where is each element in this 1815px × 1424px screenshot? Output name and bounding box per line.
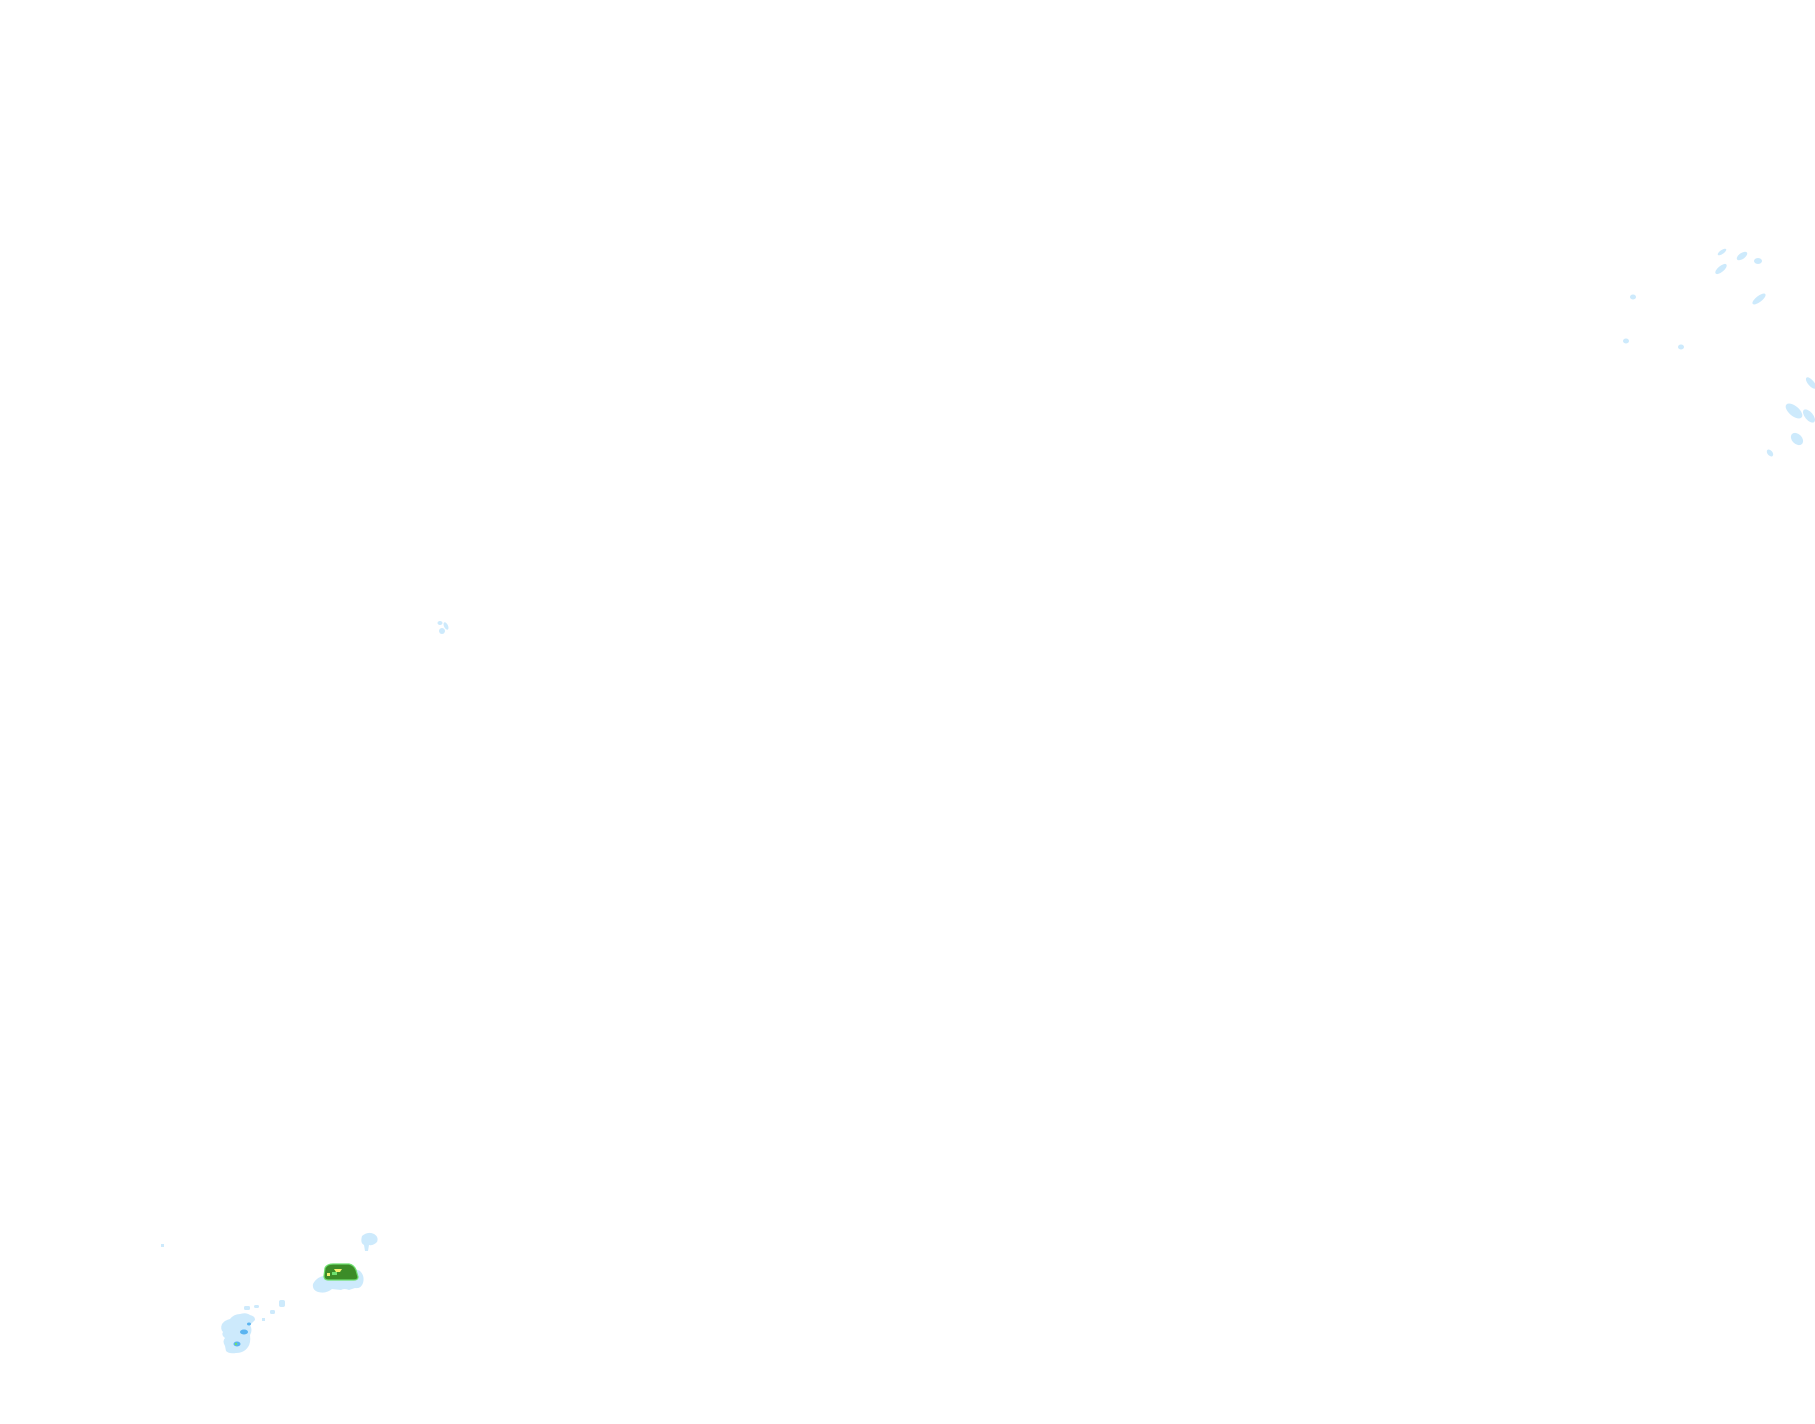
precip-cell [1678,344,1684,350]
precip-cell [262,1318,265,1321]
precip-cell [1717,248,1727,256]
precip-cell [1790,432,1804,446]
precip-cells-central [437,621,449,634]
precip-cell [161,1244,164,1247]
precip-core-extreme [334,1269,342,1272]
precip-cell-moderate [247,1322,251,1326]
precip-cell [221,1313,255,1354]
precip-cell-heavy [234,1342,238,1346]
precip-cell [1752,293,1766,305]
precip-cell [1715,263,1727,275]
precip-cell [1630,294,1636,300]
precip-cells-northeast [1623,248,1815,457]
precip-core-moderate [332,1272,337,1275]
precip-cell [443,622,449,630]
precip-cell [439,628,445,634]
precip-core-extreme [327,1273,330,1276]
precip-cell [254,1305,259,1308]
precip-cell [1766,449,1774,457]
precip-cell [1785,403,1803,419]
precip-cell [244,1306,250,1310]
precip-cell [270,1310,275,1314]
precip-cell [361,1232,378,1251]
precip-cell [1754,258,1762,264]
precip-cell [279,1300,285,1307]
precip-cell-moderate [240,1329,248,1335]
precip-cell [1623,338,1629,344]
precip-cells-southwest [161,1232,378,1354]
precip-cell [1736,251,1748,261]
precip-cell [437,621,443,625]
precip-core-outline [323,1263,359,1281]
precip-core-heavy [324,1264,358,1280]
precip-cell [1805,377,1815,389]
precip-cell [1803,409,1815,423]
